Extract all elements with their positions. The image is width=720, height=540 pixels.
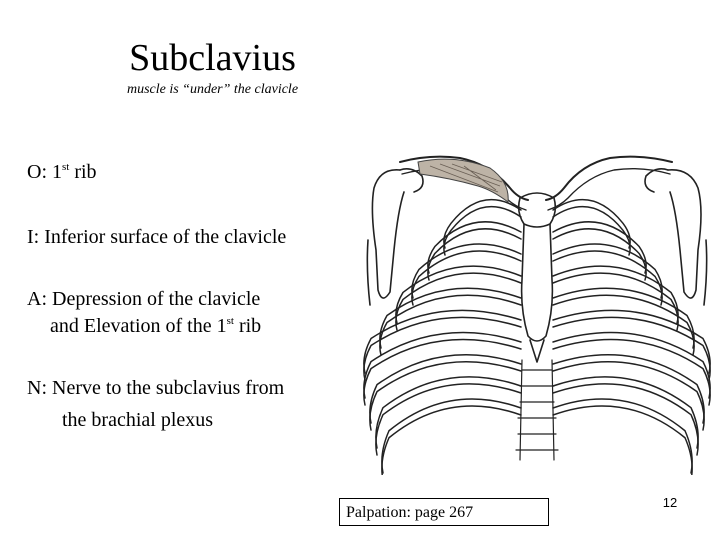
rib-left-2-upper-edge (427, 221, 522, 274)
rib-right-7-lower-edge (552, 338, 711, 406)
rib-left-10-upper-edge (381, 398, 522, 474)
rib-left-3-upper-edge (411, 243, 522, 299)
action-line-1: A: Depression of the clavicle (27, 288, 261, 310)
rib-left-4-upper-edge (395, 265, 522, 324)
rib-left-4-lower-edge (395, 272, 522, 331)
origin-superscript: st (62, 161, 70, 173)
rib-left-7-upper-edge (363, 331, 522, 399)
rib-right-8-upper-edge (552, 353, 705, 424)
rib-left-1-upper-edge (443, 198, 522, 249)
origin-line: O: 1st rib (27, 156, 97, 188)
rib-left-8-lower-edge (369, 360, 522, 431)
rib-right-7-upper-edge (552, 331, 711, 399)
insertion-line: I: Inferior surface of the clavicle (27, 226, 287, 248)
slide-subtitle: muscle is “under” the clavicle (126, 82, 299, 97)
rib-right-9-lower-edge (552, 383, 699, 456)
action-superscript: st (226, 315, 234, 327)
page-number: 12 (662, 495, 678, 510)
rib-left-6-upper-edge (363, 309, 522, 374)
rib-right-2-lower-edge (552, 228, 647, 281)
origin-prefix: O: 1 (27, 161, 62, 183)
rib-left-10-lower-edge (381, 405, 522, 475)
rib-right-10-lower-edge (552, 405, 693, 475)
rib-right-9-upper-edge (552, 376, 699, 449)
rib-left-3-lower-edge (411, 250, 522, 306)
rib-right-6-lower-edge (552, 316, 711, 381)
rib-right-2-upper-edge (552, 221, 647, 274)
palpation-box: Palpation: page 267 (339, 498, 549, 526)
rib-right-1-lower-edge (552, 205, 631, 256)
rib-right-5-upper-edge (552, 287, 695, 349)
rib-right-4-lower-edge (552, 272, 679, 331)
nerve-line-2: the brachial plexus (62, 409, 214, 431)
rib-left-6-lower-edge (363, 316, 522, 381)
rib-right-3-lower-edge (552, 250, 663, 306)
rib-left-9-lower-edge (375, 383, 522, 456)
action-line-2: and Elevation of the 1st rib (50, 310, 261, 342)
rib-right-8-lower-edge (552, 360, 705, 431)
slide-title: Subclavius (129, 37, 296, 79)
rib-right-6-upper-edge (552, 309, 711, 374)
rib-left-5-lower-edge (379, 294, 522, 356)
action-line-2-suffix: rib (233, 315, 262, 337)
rib-right-10-upper-edge (552, 398, 693, 474)
rib-cage-illustration (363, 155, 711, 475)
right-humerus (644, 168, 702, 299)
rib-left-5-upper-edge (379, 287, 522, 349)
rib-left-2-lower-edge (427, 228, 522, 281)
ribs (363, 198, 711, 475)
rib-right-1-upper-edge (552, 198, 631, 249)
subclavius-muscle (417, 158, 509, 203)
rib-left-8-upper-edge (369, 353, 522, 424)
action-line-2-prefix: and Elevation of the 1 (50, 315, 227, 337)
rib-left-9-upper-edge (375, 376, 522, 449)
rib-right-3-upper-edge (552, 243, 663, 299)
rib-left-1-lower-edge (443, 205, 522, 256)
sternum (517, 192, 557, 363)
rib-right-5-lower-edge (552, 294, 695, 356)
spine (515, 359, 559, 461)
left-humerus (371, 168, 424, 299)
rib-right-4-upper-edge (552, 265, 679, 324)
rib-left-7-lower-edge (363, 338, 522, 406)
nerve-line-1: N: Nerve to the subclavius from (27, 377, 285, 399)
origin-suffix: rib (69, 161, 97, 183)
right-clavicle (545, 155, 673, 211)
